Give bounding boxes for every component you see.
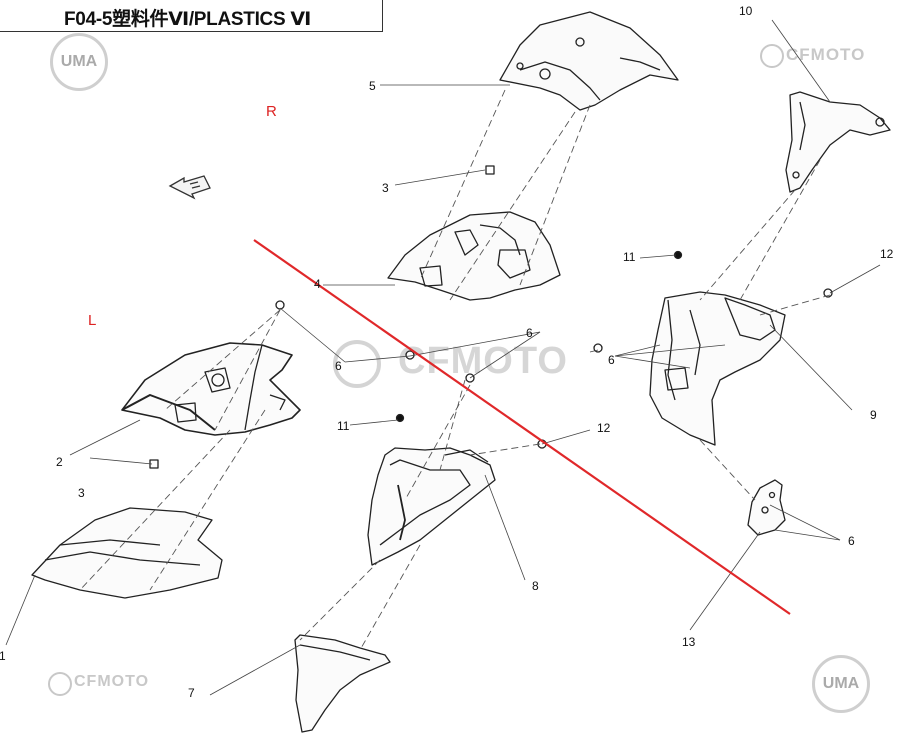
- part-7-lower-trim: [294, 634, 391, 733]
- part-8-left-frame: [367, 447, 496, 566]
- callout-1: 1: [0, 649, 6, 663]
- callout-3: 3: [382, 181, 389, 195]
- cfmoto-logo-icon: [48, 672, 72, 696]
- part-6-screw: [593, 343, 603, 353]
- part-13-small-bracket: [747, 479, 786, 536]
- callout-4: 4: [314, 277, 321, 291]
- callout-9: 9: [870, 408, 877, 422]
- callout-7: 7: [188, 686, 195, 700]
- callout-10: 10: [739, 4, 753, 18]
- part-11-bolt: [395, 413, 405, 423]
- part-5-upper-cover: [499, 11, 679, 111]
- part-2-left-inner-panel: [121, 342, 301, 436]
- part-6-screw: [275, 300, 285, 310]
- part-6-screw: [405, 350, 415, 360]
- callout-3: 3: [78, 486, 85, 500]
- cfmoto-logo-icon: [333, 340, 381, 388]
- callout-12: 12: [880, 247, 894, 261]
- callout-12: 12: [597, 421, 611, 435]
- part-12-screw: [823, 288, 833, 298]
- right-side-label: R: [266, 103, 277, 120]
- page-title: F04-5塑料件Ⅵ/PLASTICS Ⅵ: [64, 9, 311, 30]
- callout-13: 13: [682, 635, 696, 649]
- callout-11: 11: [337, 419, 350, 433]
- callout-6: 6: [335, 359, 342, 373]
- uma-logo-top: UMA: [50, 33, 108, 91]
- callout-6: 6: [608, 353, 615, 367]
- uma-logo-text: UMA: [822, 675, 860, 692]
- part-3-clip-upper: [485, 165, 495, 175]
- part-1-lower-fairing: [31, 507, 223, 599]
- alignment-lines: [79, 89, 831, 651]
- leader-lines: [5, 19, 881, 696]
- callout-6: 6: [848, 534, 855, 548]
- callout-6: 6: [526, 326, 533, 340]
- callout-5: 5: [369, 79, 376, 93]
- uma-logo-bottom: UMA: [812, 655, 870, 713]
- left-side-label: L: [88, 312, 97, 329]
- callout-11: 11: [623, 250, 636, 264]
- part-9-right-frame: [649, 291, 786, 446]
- forward-arrow-icon: [168, 175, 211, 200]
- part-6-screw: [465, 373, 475, 383]
- cfmoto-logo-icon: [760, 44, 784, 68]
- part-10-upper-bracket: [785, 91, 891, 193]
- left-right-divider: [253, 239, 791, 615]
- callout-numbers: 1 2 3 3 4 5 6 6 6 6 7 8 9 10 11 11 12 12…: [0, 4, 894, 700]
- uma-logo-text: UMA: [60, 53, 98, 70]
- callout-2: 2: [56, 455, 63, 469]
- callout-8: 8: [532, 579, 539, 593]
- cfmoto-watermark-top: CFMOTO: [786, 45, 866, 64]
- part-4-inner-panel: [387, 211, 561, 301]
- title-frame: F04-5塑料件Ⅵ/PLASTICS Ⅵ: [0, 0, 383, 32]
- cfmoto-watermark-bottom: CFMOTO: [74, 673, 150, 690]
